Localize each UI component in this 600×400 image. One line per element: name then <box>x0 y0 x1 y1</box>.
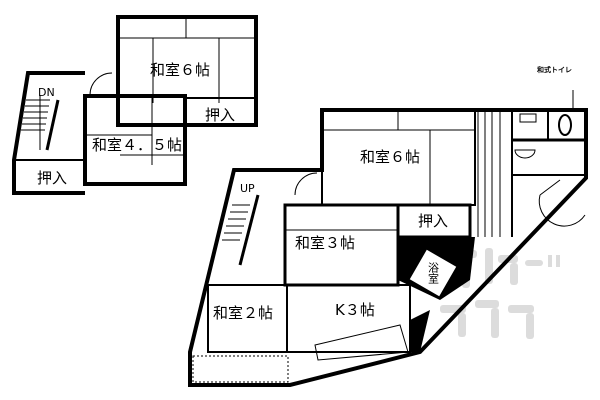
kitchen-counter <box>314 324 409 361</box>
upper-floor <box>12 15 258 195</box>
label-closet-upper: 押入 <box>205 106 235 124</box>
label-room-2jo: 和室２帖 <box>213 304 273 322</box>
label-room-6jo-upper: 和室６帖 <box>150 61 210 79</box>
label-stairs-up: UP <box>240 182 255 195</box>
room-4-5jo-walls <box>83 94 187 186</box>
label-closet-left: 押入 <box>37 169 67 187</box>
lower-floor <box>188 90 588 387</box>
toilet-room <box>512 90 586 227</box>
balcony-railing <box>192 355 289 383</box>
label-room-6jo-lower: 和室６帖 <box>360 148 420 166</box>
bath-room <box>407 247 459 299</box>
label-stairs-dn: DN <box>38 86 55 99</box>
lower-outline <box>188 108 588 387</box>
hallway <box>477 110 513 237</box>
stairs-down <box>21 95 60 151</box>
stairs-up <box>222 194 260 266</box>
label-kitchen: K３帖 <box>335 301 375 319</box>
kitchen-walls <box>286 284 411 353</box>
door-swing-up <box>294 172 318 196</box>
sink-icon <box>514 149 536 159</box>
toilet-icon <box>558 114 572 136</box>
label-closet-lower: 押入 <box>418 212 448 230</box>
label-toilet: 和式トイレ <box>536 65 572 74</box>
dark-fill-2 <box>410 310 430 352</box>
exterior-door-swing <box>538 179 586 227</box>
label-room-4-5jo: 和室４．５帖 <box>92 136 182 154</box>
label-bath: 浴室 <box>427 262 440 284</box>
door-swing <box>89 72 113 96</box>
label-room-3jo: 和室３帖 <box>295 234 355 252</box>
